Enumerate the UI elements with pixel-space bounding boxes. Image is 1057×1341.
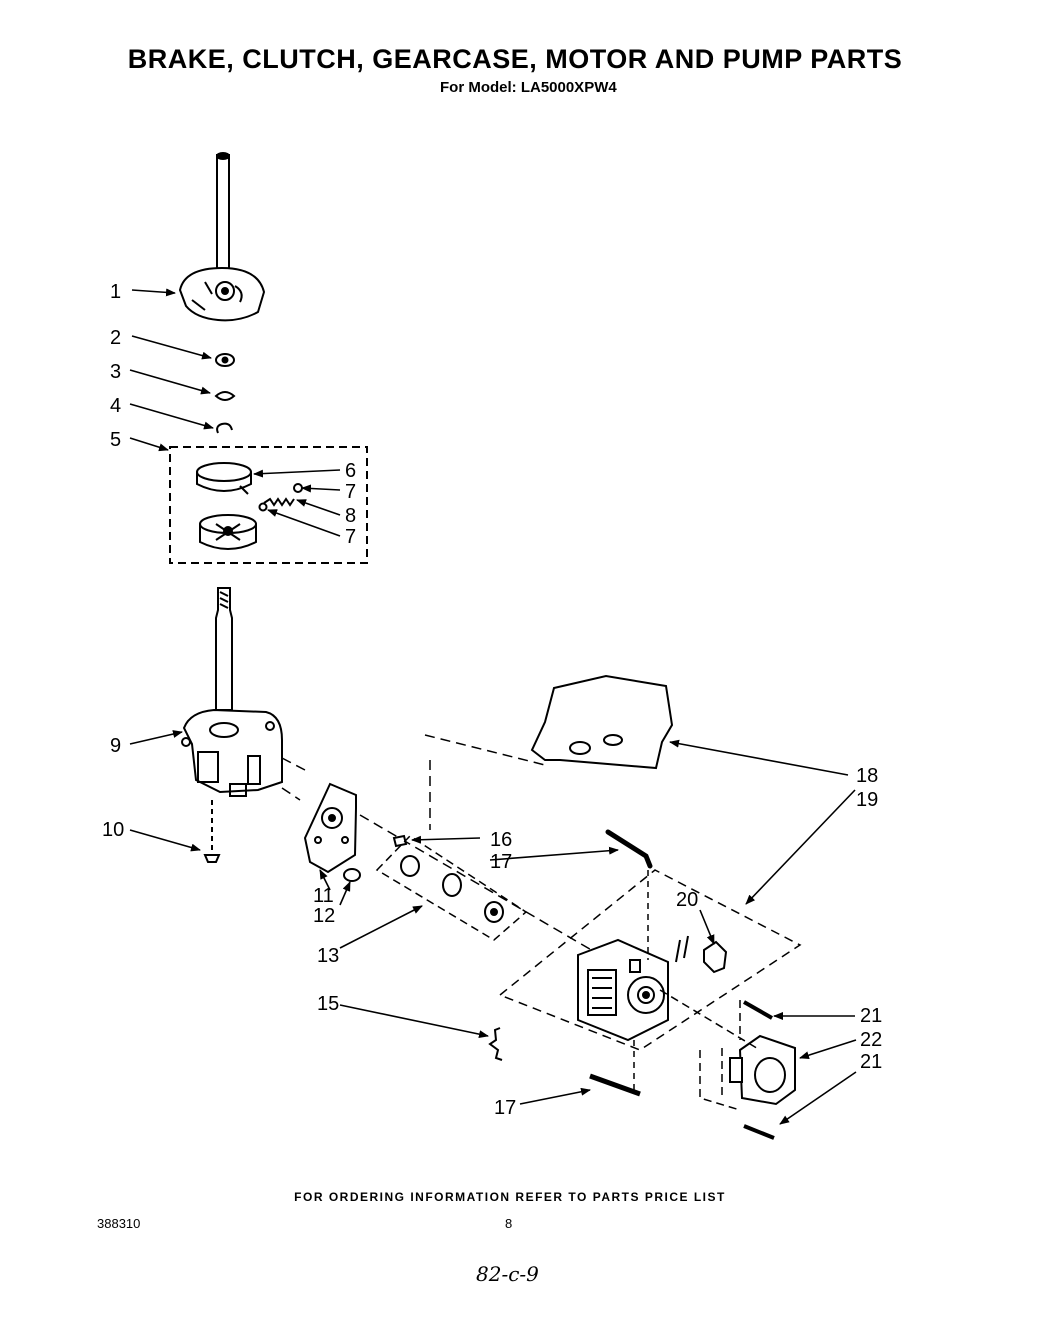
callout-8: 8: [345, 505, 356, 527]
callout-10: 10: [102, 819, 124, 841]
callout-20: 20: [676, 889, 698, 911]
part-13-coupling-box: [375, 835, 528, 941]
doc-number: 388310: [97, 1216, 141, 1231]
callout-13: 13: [317, 945, 339, 967]
callout-16: 16: [490, 829, 512, 851]
callout-15: 15: [317, 993, 339, 1015]
callout-11: 11: [313, 885, 334, 907]
part-10-screw: [203, 800, 221, 863]
part-4-retaining-ring: [216, 422, 233, 434]
callout-1: 1: [110, 281, 121, 303]
part-19-motor-box: [498, 869, 802, 1051]
callout-3: 3: [110, 361, 121, 383]
callout-5: 5: [110, 429, 121, 451]
part-15-clip: [488, 1027, 503, 1061]
callout-18: 18: [856, 765, 878, 787]
part-11-gearcase-cover: [303, 782, 357, 874]
callout-7a: 7: [345, 481, 356, 503]
part-1-brake-shaft: [178, 152, 266, 322]
part-19-motor: [577, 938, 669, 1042]
part-17-hose-rod: [589, 829, 653, 1097]
ordering-note: FOR ORDERING INFORMATION REFER TO PARTS …: [294, 1190, 726, 1204]
callout-21b: 21: [860, 1051, 882, 1073]
part-12-bushing: [343, 868, 361, 882]
callout-2: 2: [110, 327, 121, 349]
callout-22: 22: [860, 1029, 882, 1051]
part-3-spring-washer: [214, 391, 236, 401]
callout-4: 4: [110, 395, 121, 417]
page-number: 8: [505, 1216, 513, 1231]
part-6-brake-band: [196, 462, 252, 495]
handwritten-note: 82-c-9: [476, 1262, 539, 1286]
callout-19: 19: [856, 789, 878, 811]
part-22-pump: [729, 1034, 796, 1106]
part-18-shield: [530, 674, 674, 770]
model-subtitle: For Model: LA5000XPW4: [440, 79, 617, 96]
part-21-clamps: [743, 1000, 775, 1140]
part-5-brake-kit-box: [169, 446, 368, 564]
callout-17a: 17: [490, 851, 512, 873]
leader-arrows: [129, 288, 857, 1125]
callout-9: 9: [110, 735, 121, 757]
callout-17b: 17: [494, 1097, 516, 1119]
callout-6: 6: [345, 460, 356, 482]
callout-7b: 7: [345, 526, 356, 548]
brake-drum: [199, 514, 257, 550]
page-title: BRAKE, CLUTCH, GEARCASE, MOTOR AND PUMP …: [127, 44, 903, 74]
callout-21a: 21: [860, 1005, 882, 1027]
part-7-8-spring-assembly: [258, 483, 303, 512]
part-2-washer: [215, 353, 235, 367]
callout-12: 12: [313, 905, 335, 927]
part-16-clip: [392, 834, 408, 848]
part-9-gearcase: [181, 587, 283, 797]
part-13-coupling-parts: [400, 855, 504, 923]
part-20-switch: [675, 935, 728, 974]
